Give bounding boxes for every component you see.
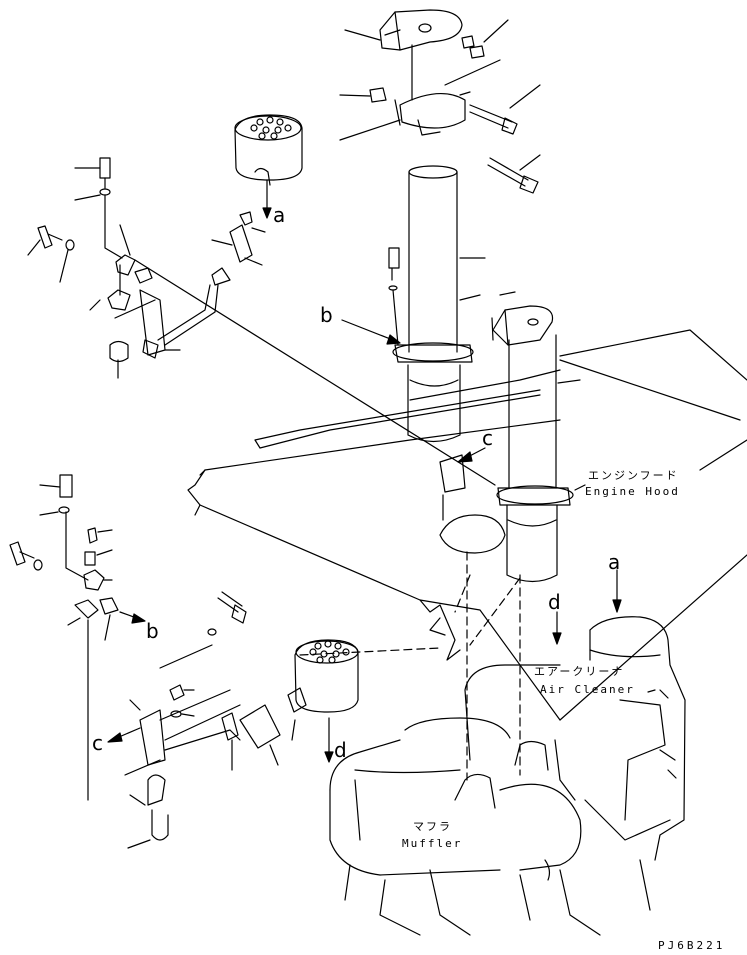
upper-air-intake-cap xyxy=(157,114,303,346)
upper-bracket-hardware xyxy=(27,157,496,486)
mount-bracket xyxy=(439,454,466,521)
callout-a-upper: a xyxy=(273,203,286,227)
callout-c-bracket: c xyxy=(482,426,493,450)
engine-hood-label-jp: エンジンフード xyxy=(588,469,679,482)
callout-d-engine: d xyxy=(548,590,561,614)
callout-b-lower: b xyxy=(146,619,159,643)
callout-d-lower: d xyxy=(334,738,347,762)
engine-hood-panel xyxy=(187,329,747,721)
lower-air-intake-cap xyxy=(124,591,359,849)
callout-arrows xyxy=(107,179,656,763)
muffler-label-jp: マフラ xyxy=(413,820,452,833)
callout-b-stack: b xyxy=(320,303,333,327)
muffler-label-en: Muffler xyxy=(402,837,463,850)
assembly-dashed-lines xyxy=(299,551,521,781)
left-stack-pipe xyxy=(388,165,486,443)
callout-c-lower: c xyxy=(92,731,103,755)
callout-a-engine: a xyxy=(608,550,621,574)
drawing-code: PJ6B221 xyxy=(658,939,726,952)
air-cleaner-label-en: Air Cleaner xyxy=(540,683,635,696)
engine-hood-label-en: Engine Hood xyxy=(585,485,680,498)
air-cleaner-label-jp: エアークリーナ xyxy=(534,665,625,678)
rain-cap-assembly xyxy=(339,9,541,194)
engine-air-cleaner-muffler xyxy=(329,616,686,936)
right-stack-pipe xyxy=(459,291,581,583)
lower-bracket-hardware xyxy=(9,474,119,801)
gasket-ring xyxy=(439,514,506,554)
